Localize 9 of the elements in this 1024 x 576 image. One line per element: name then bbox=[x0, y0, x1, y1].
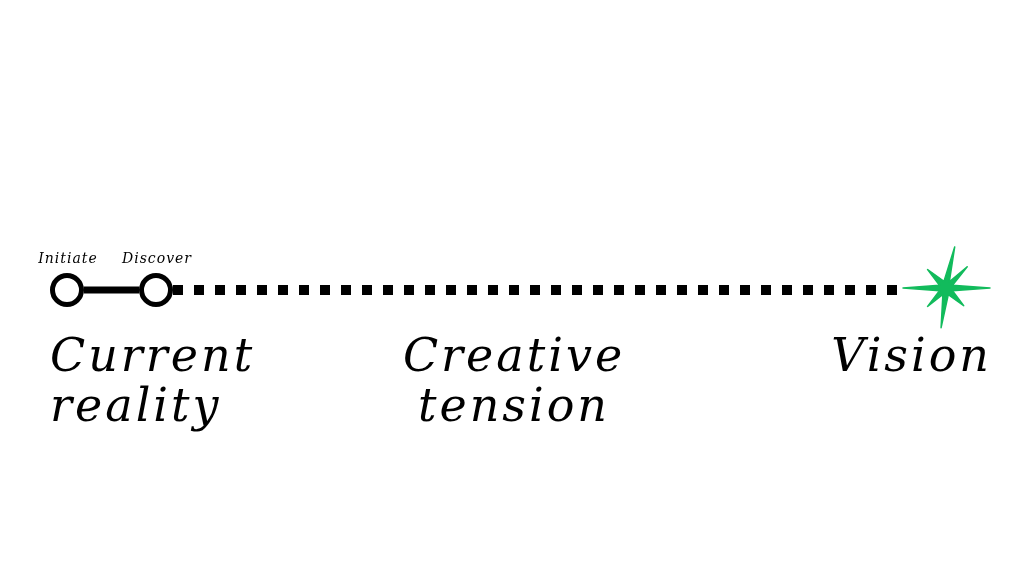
stage-label: Current reality bbox=[50, 330, 257, 430]
step-label: Discover bbox=[120, 249, 193, 267]
milestone-circle bbox=[50, 273, 84, 307]
step-label: Initiate bbox=[37, 249, 99, 267]
milestone-circle bbox=[139, 273, 173, 307]
connector-line bbox=[84, 286, 139, 294]
stage-label: Creative tension bbox=[401, 330, 627, 430]
star-icon bbox=[902, 246, 992, 330]
stage-label: Vision bbox=[830, 330, 992, 380]
